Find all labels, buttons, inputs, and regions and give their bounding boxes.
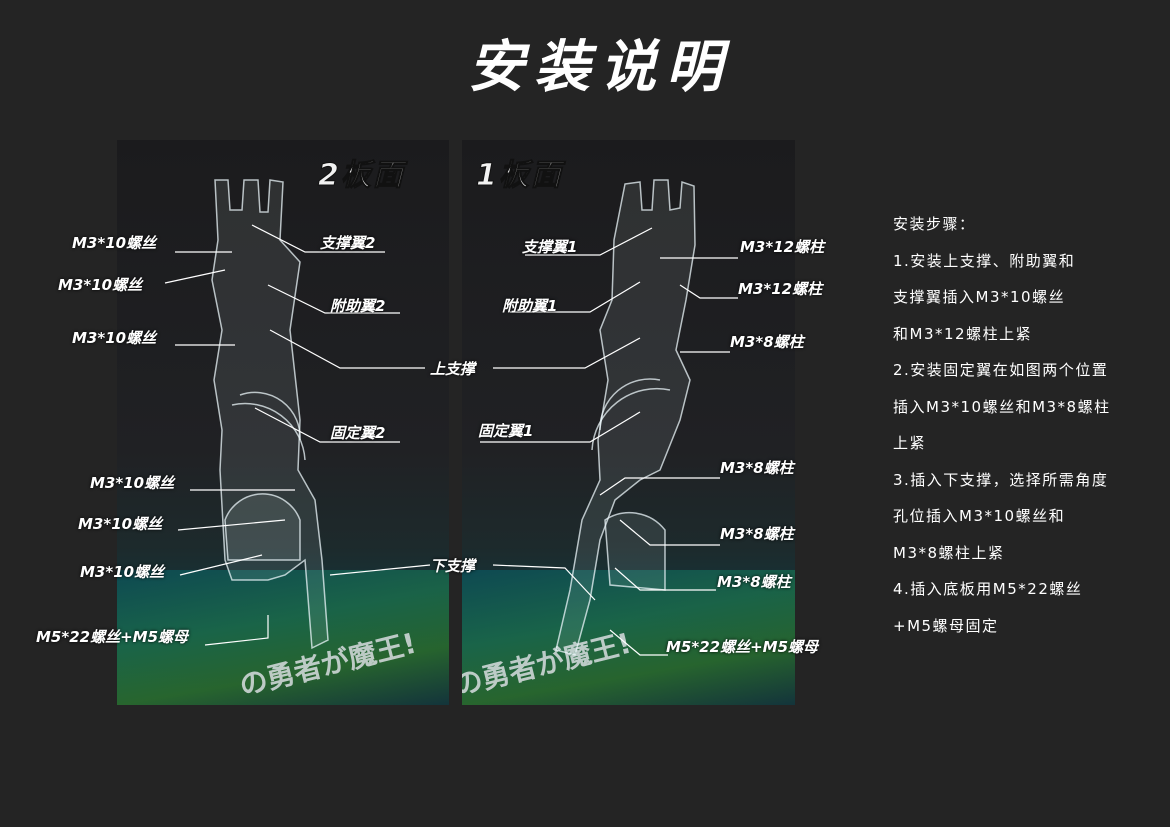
- step-line: 孔位插入M3*10螺丝和: [893, 507, 1066, 525]
- left-stand-shape: [211, 179, 329, 650]
- label-upper-support: 上支撑: [430, 360, 476, 378]
- label-aux-wing-1: 附助翼1: [502, 297, 558, 315]
- step-line: 上紧: [893, 434, 927, 452]
- label-support-wing-1: 支撑翼1: [522, 238, 578, 256]
- right-photo-panel: の勇者が魔王!: [462, 140, 795, 705]
- label-lower-support: 下支撑: [430, 557, 476, 575]
- label-m3x8-stud: M3*8螺柱: [720, 525, 794, 543]
- label-m3x10-screw: M3*10螺丝: [72, 329, 157, 347]
- label-m3x8-stud: M3*8螺柱: [720, 459, 794, 477]
- label-m3x10-screw: M3*10螺丝: [72, 234, 157, 252]
- step-line: 和M3*12螺柱上紧: [893, 324, 1033, 343]
- step-line: 插入M3*10螺丝和M3*8螺柱: [893, 397, 1111, 416]
- left-panel-heading: 2板面: [318, 158, 405, 194]
- label-m5-screw-nut: M5*22螺丝+M5螺母: [36, 628, 189, 646]
- label-fixed-wing-2: 固定翼2: [330, 424, 386, 442]
- label-m3x12-stud: M3*12螺柱: [738, 280, 823, 298]
- step-line: 支撑翼插入M3*10螺丝: [893, 288, 1066, 306]
- step-line: 4.插入底板用M5*22螺丝: [893, 580, 1083, 598]
- page-title: 安装说明: [468, 35, 732, 100]
- label-aux-wing-2: 附助翼2: [330, 297, 386, 315]
- step-line: 1.安装上支撑、附助翼和: [893, 251, 1076, 270]
- label-m3x8-stud: M3*8螺柱: [730, 333, 804, 351]
- right-panel-heading: 1板面: [476, 158, 563, 194]
- leader-lines: [164, 224, 738, 656]
- install-steps: 安装步骤： 1.安装上支撑、附助翼和 支撑翼插入M3*10螺丝 和M3*12螺柱…: [893, 206, 1163, 644]
- step-line: M3*8螺柱上紧: [893, 543, 1005, 562]
- left-base-plate: [117, 570, 449, 705]
- step-line: 3.插入下支撑，选择所需角度: [893, 470, 1109, 489]
- right-stand-shape: [555, 179, 696, 656]
- label-fixed-wing-1: 固定翼1: [478, 422, 534, 440]
- steps-heading: 安装步骤：: [893, 215, 976, 233]
- label-m3x12-stud: M3*12螺柱: [740, 238, 825, 256]
- label-m3x8-stud: M3*8螺柱: [717, 573, 791, 591]
- label-support-wing-2: 支撑翼2: [320, 234, 376, 252]
- label-m3x10-screw: M3*10螺丝: [90, 474, 175, 492]
- label-m3x10-screw: M3*10螺丝: [80, 563, 165, 581]
- step-line: +M5螺母固定: [893, 616, 999, 635]
- label-m3x10-screw: M3*10螺丝: [78, 515, 163, 533]
- step-line: 2.安装固定翼在如图两个位置: [893, 361, 1109, 379]
- right-base-plate: [462, 570, 795, 705]
- label-m3x10-screw: M3*10螺丝: [58, 276, 143, 294]
- label-m5-screw-nut: M5*22螺丝+M5螺母: [666, 638, 819, 656]
